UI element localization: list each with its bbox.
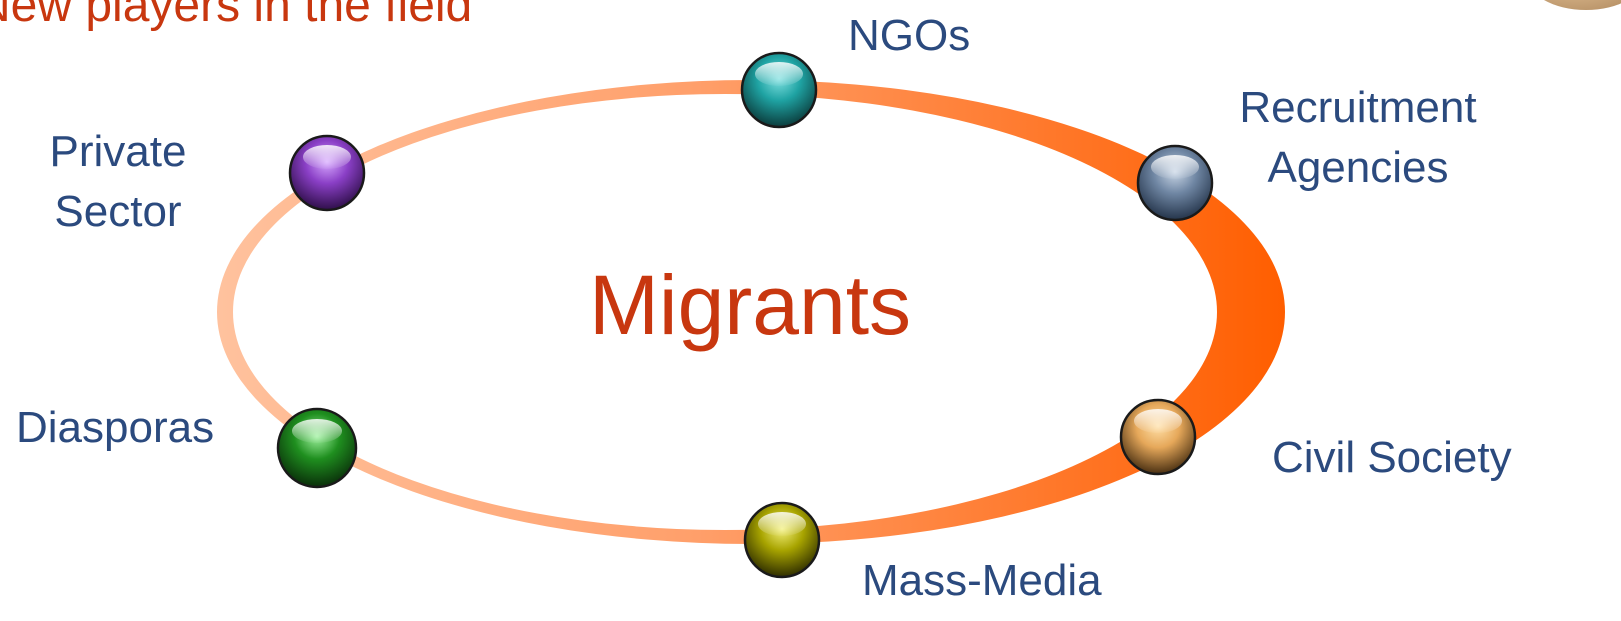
round-emblem-icon bbox=[1526, 0, 1621, 10]
label-civil-society: Civil Society bbox=[1272, 433, 1512, 482]
label-ngos: NGOs bbox=[848, 11, 971, 60]
node-mass-media bbox=[743, 501, 821, 579]
center-label: Migrants bbox=[588, 258, 912, 352]
node-civil-society bbox=[1119, 398, 1197, 476]
label-mass-media: Mass-Media bbox=[862, 556, 1102, 605]
node-recruitment-agencies bbox=[1136, 144, 1214, 222]
node-ngos bbox=[740, 51, 818, 129]
label-private-line1: Private bbox=[49, 127, 187, 176]
label-recruitment-line2: Agencies bbox=[1267, 143, 1449, 192]
label-diasporas: Diasporas bbox=[16, 403, 215, 452]
label-recruitment-line1: Recruitment bbox=[1239, 83, 1477, 132]
slide-title: New players in the field bbox=[0, 0, 473, 32]
node-private-sector bbox=[288, 134, 366, 212]
label-private-line2: Sector bbox=[54, 187, 182, 236]
node-diasporas bbox=[276, 407, 358, 489]
